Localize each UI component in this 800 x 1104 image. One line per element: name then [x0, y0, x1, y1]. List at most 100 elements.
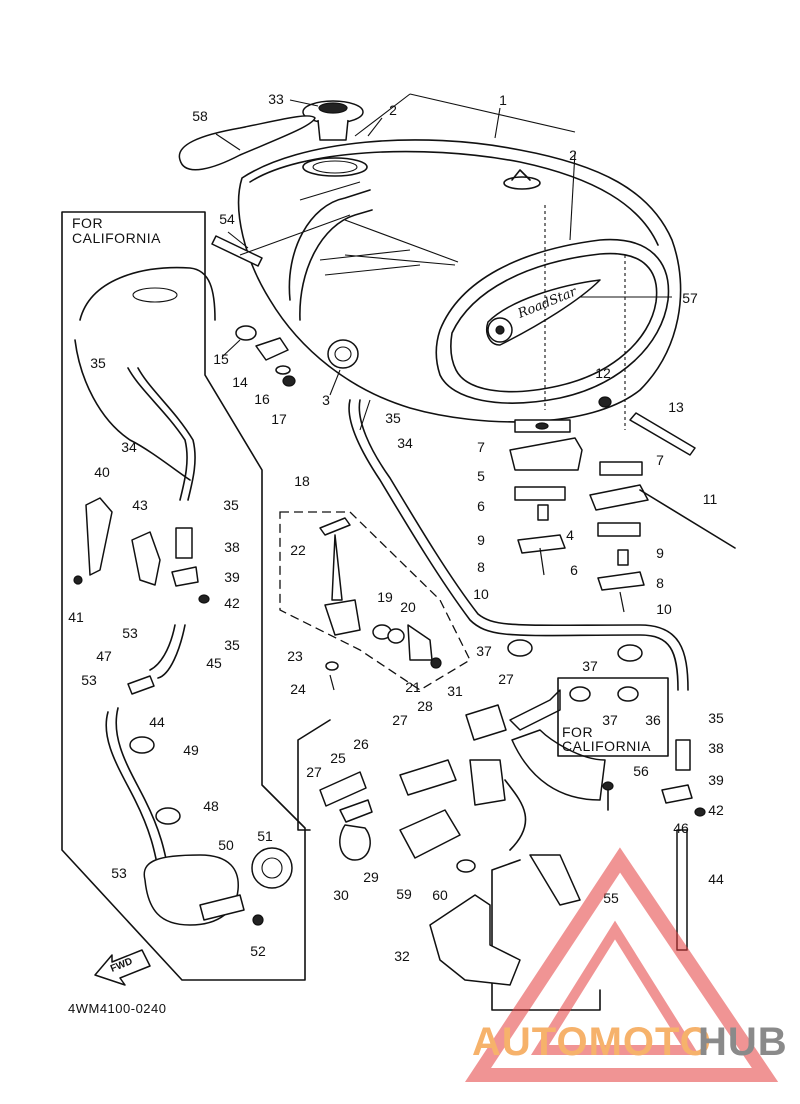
part-number: 6 [477, 498, 485, 514]
part-number: 43 [132, 497, 148, 513]
part-number: 5 [477, 468, 485, 484]
part-number: 21 [405, 679, 421, 695]
part-labels: 1 2 2 33 58 54 57 15 14 16 17 3 35 34 12… [68, 91, 724, 964]
part-number: 15 [213, 351, 229, 367]
part-number: 39 [224, 569, 240, 585]
california-inset-box [557, 677, 669, 757]
part-number: 38 [224, 539, 240, 555]
pump-mount-frame [491, 859, 601, 1011]
fuel-cap [302, 100, 364, 141]
part-number: 7 [477, 439, 485, 455]
part-number: 38 [708, 740, 724, 756]
part-number: 8 [656, 575, 664, 591]
petcock-box [279, 511, 471, 691]
part-number: 40 [94, 464, 110, 480]
part-number: 35 [223, 497, 239, 513]
part-number: 47 [96, 648, 112, 664]
part-number: 32 [394, 948, 410, 964]
tank-emblem: RoadStar [486, 279, 601, 346]
right-hose-parts [507, 639, 706, 951]
part-number: 30 [333, 887, 349, 903]
california-panel-outline [61, 211, 306, 981]
part-number: 22 [290, 542, 306, 558]
california-inset-line2: CALIFORNIA [562, 738, 651, 754]
part-number: 27 [498, 671, 514, 687]
part-number: 7 [656, 452, 664, 468]
part-number: 25 [330, 750, 346, 766]
part-number: 55 [603, 890, 619, 906]
part-number: 28 [417, 698, 433, 714]
part-number: 42 [224, 595, 240, 611]
part-number: 53 [122, 625, 138, 641]
part-number: 46 [673, 820, 689, 836]
part-number: 29 [363, 869, 379, 885]
part-number: 45 [206, 655, 222, 671]
part-number: 36 [645, 712, 661, 728]
leader-lines [215, 93, 672, 431]
part-number: 34 [121, 439, 137, 455]
watermark-part1: AUTOMOTO [472, 1020, 712, 1064]
part-number: 18 [294, 473, 310, 489]
part-number: 48 [203, 798, 219, 814]
mount-guide-lines [544, 205, 626, 430]
part-number: 58 [192, 108, 208, 124]
fwd-arrow: FWD [94, 949, 151, 986]
pump-bracket-frame [297, 719, 331, 831]
watermark: AUTOMOTO HUB [464, 847, 788, 1082]
part-number: 50 [218, 837, 234, 853]
part-number: 59 [396, 886, 412, 902]
part-number: 41 [68, 609, 84, 625]
part-number: 53 [111, 865, 127, 881]
part-number: 35 [385, 410, 401, 426]
part-number: 2 [389, 102, 397, 118]
mount-stack [509, 396, 736, 613]
part-number: 35 [224, 637, 240, 653]
part-number: 24 [290, 681, 306, 697]
part-number: 35 [90, 355, 106, 371]
part-number: 54 [219, 211, 235, 227]
part-number: 12 [595, 365, 611, 381]
watermark-part2: HUB [698, 1020, 788, 1064]
fuel-hose-main [348, 399, 679, 691]
part-number: 51 [257, 828, 273, 844]
part-number: 26 [353, 736, 369, 752]
watermark-triangle [464, 847, 779, 1082]
part-number: 37 [476, 643, 492, 659]
part-number: 37 [582, 658, 598, 674]
part-number: 8 [477, 559, 485, 575]
pump-cover [429, 894, 521, 986]
part-number: 1 [499, 92, 507, 108]
part-number: 9 [656, 545, 664, 561]
part-number: 33 [268, 91, 284, 107]
part-number: 3 [322, 392, 330, 408]
california-label-line1: FOR [72, 215, 103, 231]
part-number: 34 [397, 435, 413, 451]
part-number: 19 [377, 589, 393, 605]
part-number: 57 [682, 290, 698, 306]
part-number: 14 [232, 374, 248, 390]
part-number: 10 [473, 586, 489, 602]
part-number: 53 [81, 672, 97, 688]
part-number: 27 [306, 764, 322, 780]
part-number: 20 [400, 599, 416, 615]
knee-pad [178, 115, 316, 171]
part-number: 9 [477, 532, 485, 548]
part-number: 6 [570, 562, 578, 578]
part-number: 44 [149, 714, 165, 730]
part-number: 23 [287, 648, 303, 664]
fuel-pump-parts [319, 689, 606, 906]
part-number: 52 [250, 943, 266, 959]
part-number: 2 [569, 147, 577, 163]
part-number: 4 [566, 527, 574, 543]
california-inset-line1: FOR [562, 724, 593, 740]
tank-mount-parts [235, 325, 359, 387]
diagram-code: 4WM4100-0240 [68, 1001, 167, 1016]
part-number: 13 [668, 399, 684, 415]
california-parts [73, 266, 293, 926]
part-number: 27 [392, 712, 408, 728]
petcock [319, 517, 442, 691]
part-number: 60 [432, 887, 448, 903]
part-number: 17 [271, 411, 287, 427]
part-number: 35 [708, 710, 724, 726]
